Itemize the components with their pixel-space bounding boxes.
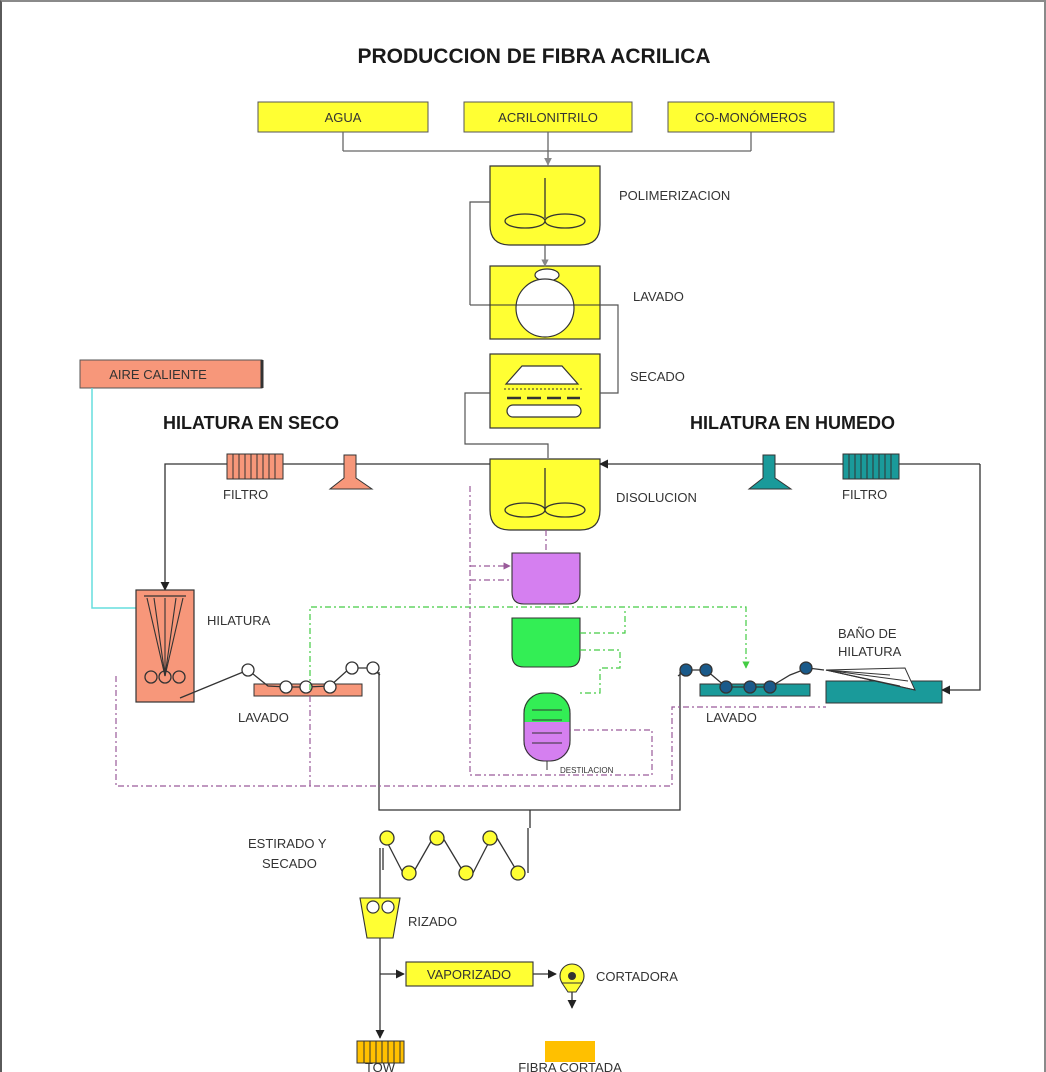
polim-lavado-lines: [469, 201, 549, 305]
feed-lines: [342, 132, 752, 166]
input-comonomeros-label: CO-MONÓMEROS: [695, 110, 807, 125]
solvent-tank-violet: [511, 552, 581, 605]
aire-caliente-label: AIRE CALIENTE: [109, 367, 207, 382]
polimerizacion-label: POLIMERIZACION: [619, 188, 730, 203]
lavado-top-unit: [470, 265, 601, 340]
cortadora-unit: [559, 963, 585, 993]
dope-line-left: [160, 463, 490, 591]
fiber-line-left: [378, 672, 530, 811]
disolucion-tank: [489, 458, 601, 531]
rizado-outlets: [375, 938, 577, 1039]
bano-label-line1: BAÑO DE: [838, 626, 897, 641]
lavado-top-label: LAVADO: [633, 289, 684, 304]
disolucion-label: DISOLUCION: [616, 490, 697, 505]
input-comonomeros: CO-MONÓMEROS: [667, 101, 835, 133]
rizado-unit: [359, 897, 401, 939]
fibra-cortada-block: [545, 1041, 595, 1062]
lavado-left-unit: [179, 661, 381, 699]
solvent-tank-green: [511, 617, 581, 668]
bano-label-line2: HILATURA: [838, 644, 902, 659]
polimerizacion-reactor: [489, 165, 601, 246]
tow-label: TOW: [365, 1060, 396, 1072]
dope-line-right: [599, 459, 981, 695]
bano-hilatura-tank: [825, 667, 943, 704]
lavado-left-label: LAVADO: [238, 710, 289, 725]
section-hilatura-humedo: HILATURA EN HUMEDO: [690, 413, 895, 433]
pump-right: [747, 454, 793, 490]
filtro-left-label: FILTRO: [223, 487, 268, 502]
estirado-label-line2: SECADO: [262, 856, 317, 871]
pump-left: [328, 454, 374, 490]
estirado-rollers: [379, 828, 529, 881]
input-acrilonitrilo: ACRILONITRILO: [463, 101, 633, 133]
lavado-secado-lines: [464, 304, 619, 458]
fiber-line-right: [530, 672, 681, 811]
vaporizado-box: VAPORIZADO: [405, 961, 534, 987]
hilatura-label: HILATURA: [207, 613, 271, 628]
lavado-right-label: LAVADO: [706, 710, 757, 725]
hilatura-column: [135, 589, 195, 703]
estirado-label-line1: ESTIRADO Y: [248, 836, 327, 851]
hot-air-line: [91, 388, 136, 609]
fibra-cortada-label: FIBRA CORTADA: [518, 1060, 622, 1072]
filtro-right: [842, 453, 900, 480]
green-recycle-lines: [309, 606, 750, 694]
rizado-label: RIZADO: [408, 914, 457, 929]
destilacion-label: DESTILACION: [560, 766, 614, 775]
input-acrilonitrilo-label: ACRILONITRILO: [498, 110, 598, 125]
secado-unit: [489, 353, 601, 429]
tow-bale: [356, 1040, 405, 1064]
input-agua: AGUA: [257, 101, 429, 133]
diagram-title: PRODUCCION DE FIBRA ACRILICA: [357, 45, 710, 68]
vaporizado-label: VAPORIZADO: [427, 967, 511, 982]
section-hilatura-seco: HILATURA EN SECO: [163, 413, 339, 433]
aire-caliente-box: AIRE CALIENTE: [79, 359, 264, 389]
filtro-right-label: FILTRO: [842, 487, 887, 502]
purple-recycle-lines: [115, 486, 826, 787]
destilacion-column: [523, 692, 571, 770]
input-agua-label: AGUA: [325, 110, 362, 125]
secado-label: SECADO: [630, 369, 685, 384]
filtro-left: [226, 453, 284, 480]
cortadora-label: CORTADORA: [596, 969, 678, 984]
lavado-right-unit: [677, 661, 825, 697]
